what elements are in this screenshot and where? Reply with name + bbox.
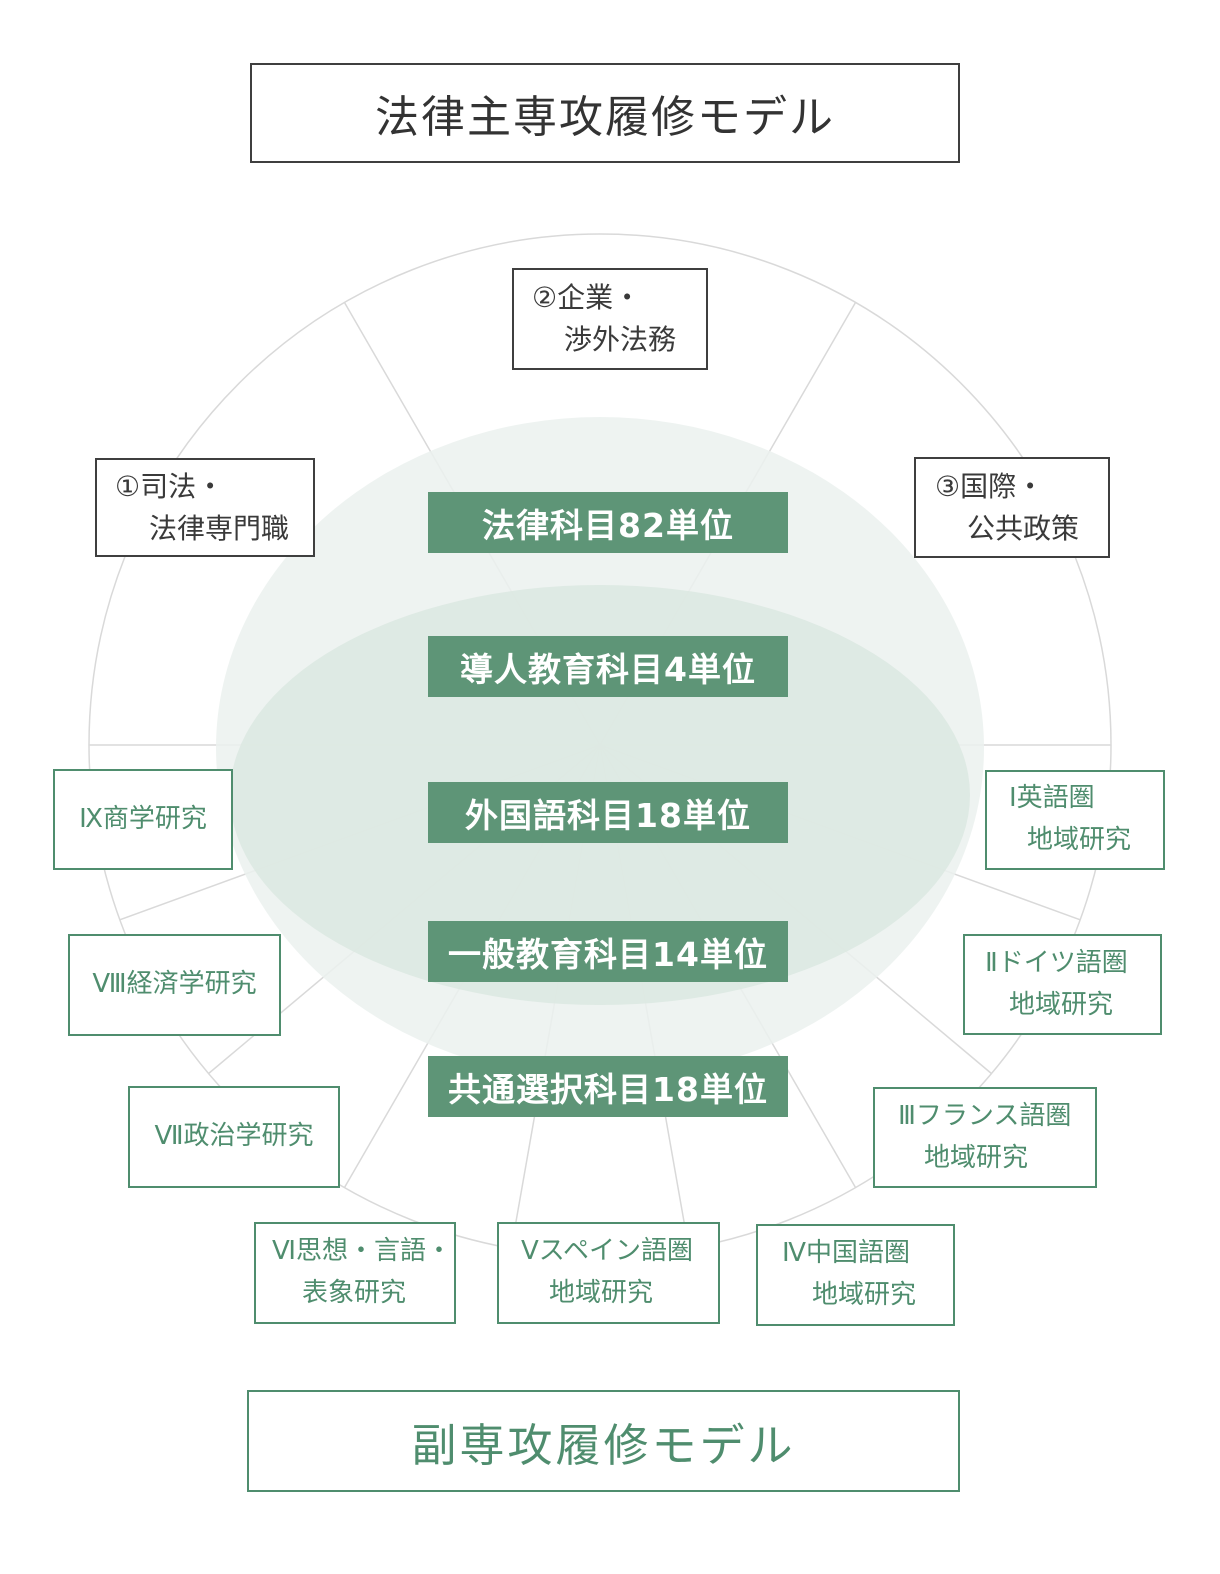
career-box-international: ③国際・ 公共政策 bbox=[914, 457, 1110, 558]
footer-title: 副専攻履修モデル bbox=[411, 1418, 796, 1472]
submajor-line2: 地域研究 bbox=[549, 1278, 654, 1308]
submajor-line1: Ⅱドイツ語圏 bbox=[985, 947, 1128, 978]
footer-title-box: 副専攻履修モデル bbox=[247, 1390, 960, 1492]
submajor-box-german-area: Ⅱドイツ語圏 地域研究 bbox=[963, 934, 1162, 1035]
career-box-line2: 法律専門職 bbox=[149, 511, 290, 545]
career-box-line2: 渉外法務 bbox=[564, 323, 677, 356]
submajor-line1: Ⅳ中国語圏 bbox=[782, 1238, 910, 1269]
submajor-line2: 地域研究 bbox=[812, 1280, 917, 1310]
submajor-line2: 地域研究 bbox=[924, 1142, 1029, 1173]
requirement-bar-foreign-lang: 外国語科目18単位 bbox=[428, 782, 788, 843]
submajor-line1: Ⅸ商学研究 bbox=[79, 803, 207, 834]
requirement-bar-intro: 導人教育科目4単位 bbox=[428, 636, 788, 697]
submajor-box-english-area: Ⅰ英語圏 地域研究 bbox=[985, 770, 1165, 870]
submajor-box-chinese-area: Ⅳ中国語圏 地域研究 bbox=[756, 1224, 955, 1326]
submajor-box-thought-language: Ⅵ思想・言語・ 表象研究 bbox=[254, 1222, 456, 1324]
main-title: 法律主専攻履修モデル bbox=[375, 92, 835, 143]
submajor-line1: Ⅰ英語圏 bbox=[1009, 783, 1095, 814]
requirement-bar-common-elective: 共通選択科目18単位 bbox=[428, 1056, 788, 1117]
career-box-line1: ②企業・ bbox=[532, 281, 642, 314]
submajor-line1: Ⅵ思想・言語・ bbox=[272, 1236, 452, 1267]
submajor-line2: 地域研究 bbox=[1027, 825, 1132, 855]
career-box-line2: 公共政策 bbox=[967, 511, 1080, 545]
career-box-corporate: ②企業・ 渉外法務 bbox=[512, 268, 708, 370]
requirement-bar-general-ed: 一般教育科目14単位 bbox=[428, 921, 788, 982]
submajor-line1: Ⅴスペイン語圏 bbox=[521, 1236, 693, 1267]
career-box-judiciary: ①司法・ 法律専門職 bbox=[95, 458, 315, 557]
submajor-box-spanish-area: Ⅴスペイン語圏 地域研究 bbox=[497, 1222, 720, 1324]
career-box-line1: ③国際・ bbox=[935, 469, 1045, 503]
submajor-line2: 表象研究 bbox=[302, 1278, 407, 1308]
submajor-box-french-area: Ⅲフランス語圏 地域研究 bbox=[873, 1087, 1097, 1188]
submajor-line1: Ⅲフランス語圏 bbox=[898, 1100, 1072, 1131]
submajor-line1: Ⅶ政治学研究 bbox=[154, 1121, 314, 1152]
career-box-line1: ①司法・ bbox=[115, 469, 225, 503]
submajor-line1: Ⅷ経済学研究 bbox=[92, 969, 257, 1000]
requirement-bar-law: 法律科目82単位 bbox=[428, 492, 788, 553]
submajor-box-commerce: Ⅸ商学研究 bbox=[53, 769, 233, 870]
submajor-box-economics: Ⅷ経済学研究 bbox=[68, 934, 281, 1036]
submajor-box-political-science: Ⅶ政治学研究 bbox=[128, 1086, 340, 1188]
main-title-box: 法律主専攻履修モデル bbox=[250, 63, 960, 163]
submajor-line2: 地域研究 bbox=[1009, 989, 1114, 1020]
